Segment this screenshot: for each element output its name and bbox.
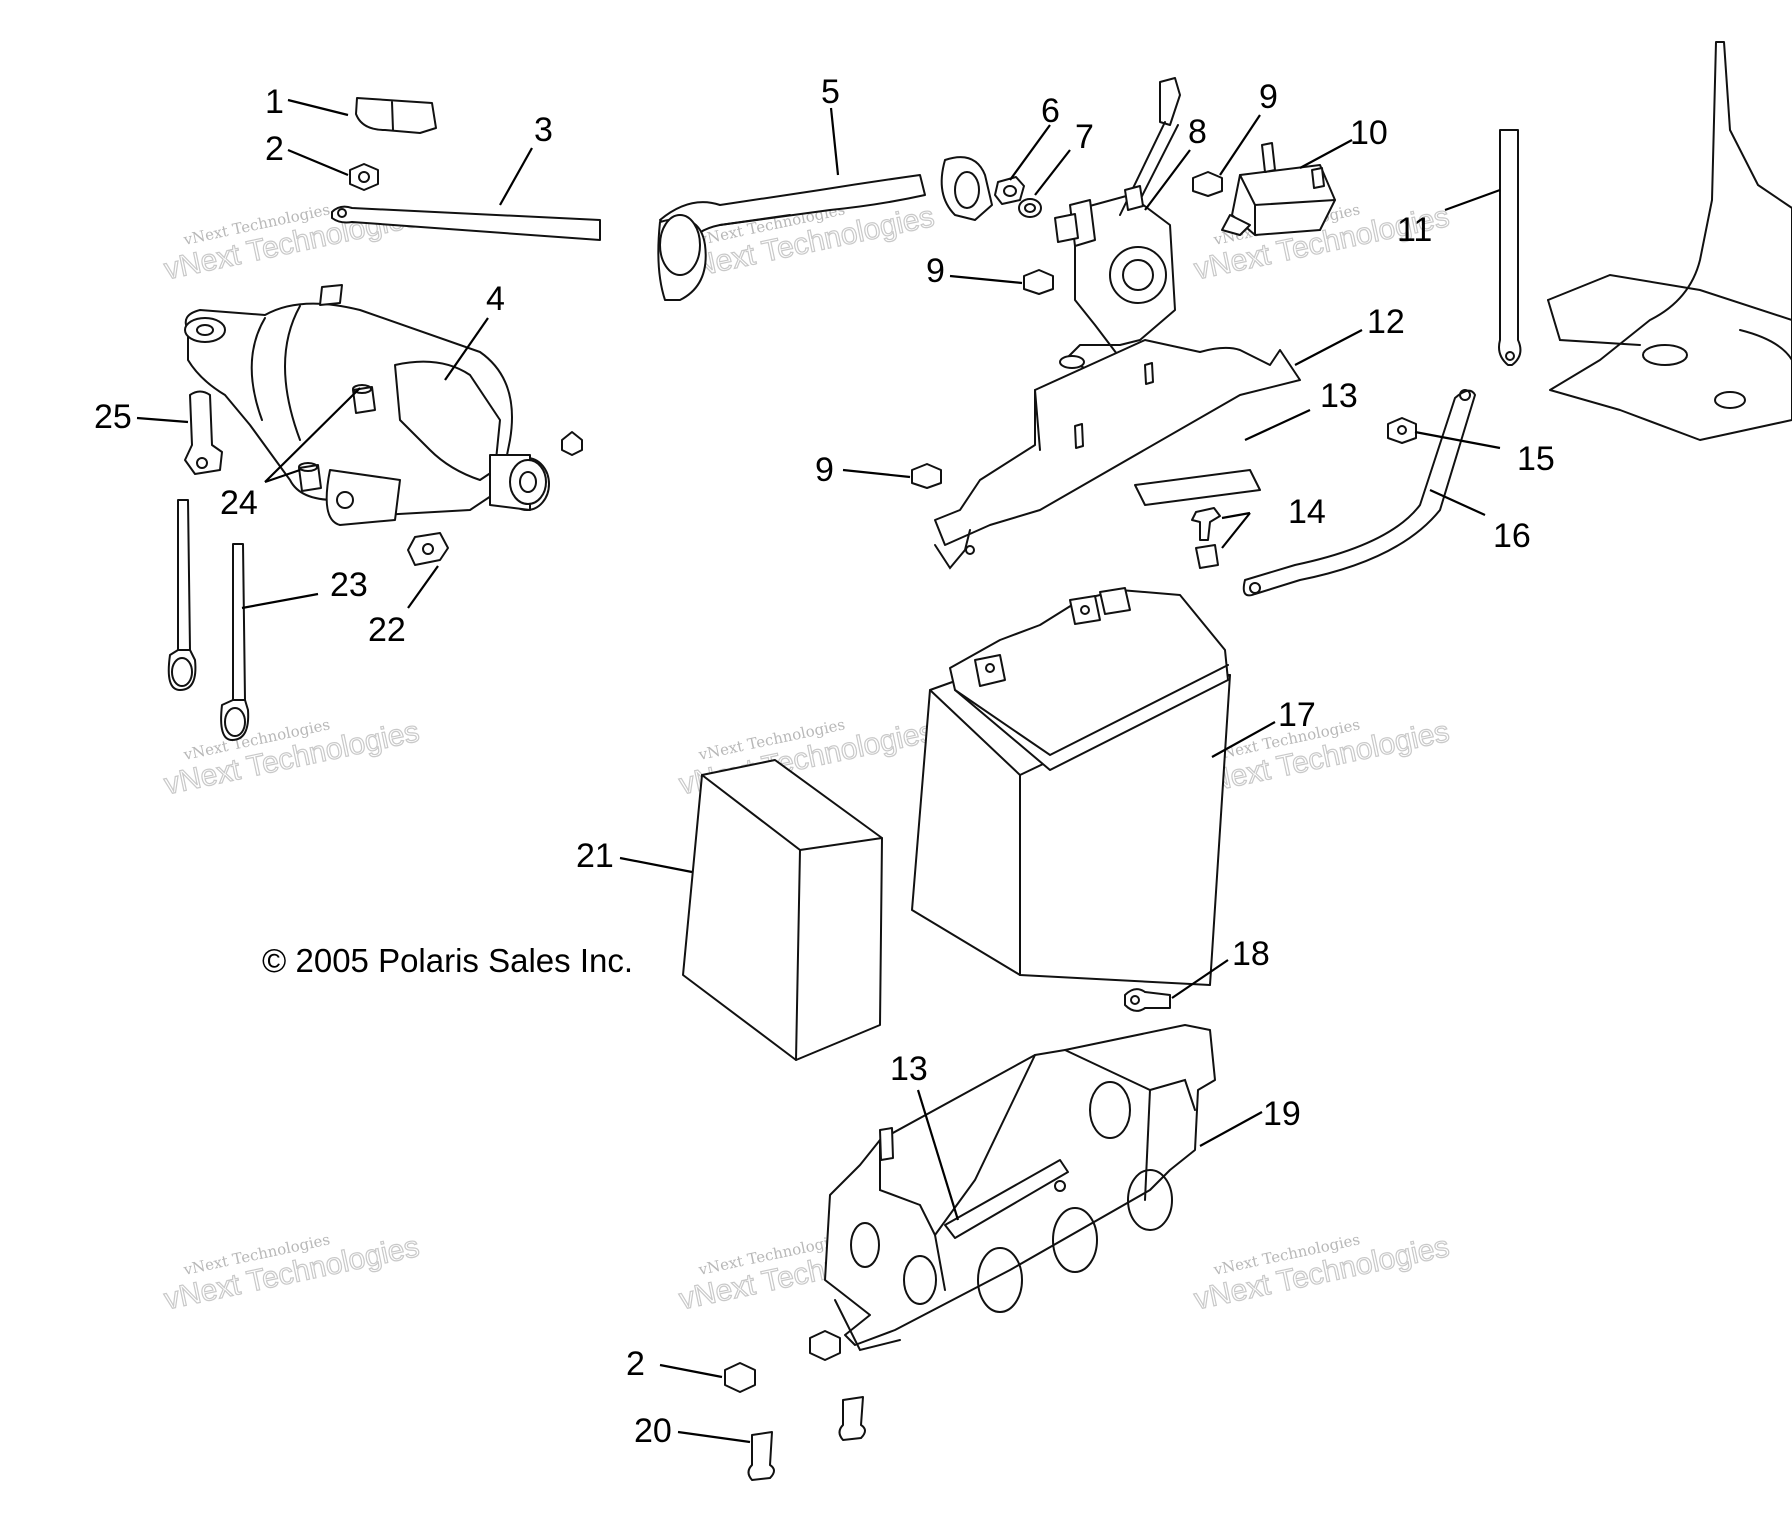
callout-13: 13: [1320, 377, 1358, 415]
callout-21: 21: [576, 837, 614, 875]
callout-3: 3: [534, 111, 553, 149]
callout-6: 6: [1041, 92, 1060, 130]
part-6-spacer: [994, 176, 1025, 205]
part-9-nut-a: [1192, 171, 1223, 197]
part-20-bolt-a: [747, 1431, 775, 1481]
part-1-terminal-boot: [355, 97, 437, 134]
callout-4: 4: [486, 280, 505, 318]
callout-24: 24: [220, 484, 258, 522]
copyright-notice: © 2005 Polaris Sales Inc.: [262, 942, 633, 979]
part-18-bolt: [1124, 988, 1171, 1012]
callout-2: 2: [265, 130, 284, 168]
part-2-nut-bottom: [724, 1362, 756, 1393]
part-10-relay: [1221, 142, 1336, 236]
part-17-battery: [911, 587, 1231, 986]
callout-12: 12: [1367, 303, 1405, 341]
part-8-solenoid: [1054, 77, 1181, 371]
part-22-bolt: [407, 532, 449, 566]
part-24-dowel-pin-a: [352, 384, 376, 414]
callout-15: 15: [1517, 440, 1555, 478]
part-5-cable: [657, 156, 993, 301]
callout-13-b: 13: [890, 1050, 928, 1088]
part-7-washer: [1018, 198, 1042, 218]
part-14-screw-clip: [1191, 507, 1221, 569]
callout-7: 7: [1075, 118, 1094, 156]
part-2-nut-top: [349, 163, 379, 191]
part-12-bracket: [934, 339, 1301, 570]
part-4-starter-motor: [184, 284, 583, 526]
callout-25: 25: [94, 398, 132, 436]
leader-lines: [136, 98, 1501, 1444]
callout-23: 23: [330, 566, 368, 604]
callout-5: 5: [821, 73, 840, 111]
callout-8: 8: [1188, 113, 1207, 151]
callout-9: 9: [1259, 78, 1278, 116]
callout-14: 14: [1288, 493, 1326, 531]
callout-22: 22: [368, 611, 406, 649]
callout-1: 1: [265, 83, 284, 121]
part-25-bolt: [184, 390, 223, 475]
part-16-ground-cable: [1242, 389, 1476, 597]
part-13-pad-bottom: [944, 1159, 1069, 1239]
callout-17: 17: [1278, 696, 1316, 734]
callout-11: 11: [1397, 211, 1432, 249]
watermark: vNext Technologies vNext Technologies: [161, 200, 423, 287]
callout-19: 19: [1263, 1095, 1301, 1133]
watermark: vNext Technologies vNext Technologies: [1191, 1230, 1453, 1317]
part-13-pad-top: [1134, 469, 1261, 506]
part-9-nut-c: [911, 463, 942, 489]
part-3-cable: [331, 205, 601, 241]
watermark: vNext Technologies vNext Technologies: [161, 715, 423, 802]
callout-20: 20: [634, 1412, 672, 1450]
part-11-strap: [1498, 129, 1522, 366]
watermark: vNext Technologies vNext Technologies: [161, 1230, 423, 1317]
part-nut-box: [809, 1330, 841, 1361]
callout-2-b: 2: [626, 1345, 645, 1383]
part-20-bolt-b: [838, 1396, 866, 1441]
part-21-insulator-block: [682, 759, 883, 1061]
part-9-nut-b: [1023, 269, 1054, 295]
callout-18: 18: [1232, 935, 1270, 973]
part-15-nut: [1387, 417, 1417, 444]
part-23-cable-tie-b: [220, 543, 250, 741]
frame-chassis: [1547, 41, 1792, 441]
callout-9-c: 9: [815, 451, 834, 489]
callout-16: 16: [1493, 517, 1531, 555]
callout-labels: 1 2 3 4 5 6 7 8 9 10 11 12 13 14 15 16 9…: [94, 73, 1555, 1450]
callout-10: 10: [1350, 114, 1388, 152]
part-24-dowel-pin-b: [298, 462, 322, 492]
part-23-cable-tie-a: [167, 499, 197, 691]
callout-9-b: 9: [926, 252, 945, 290]
